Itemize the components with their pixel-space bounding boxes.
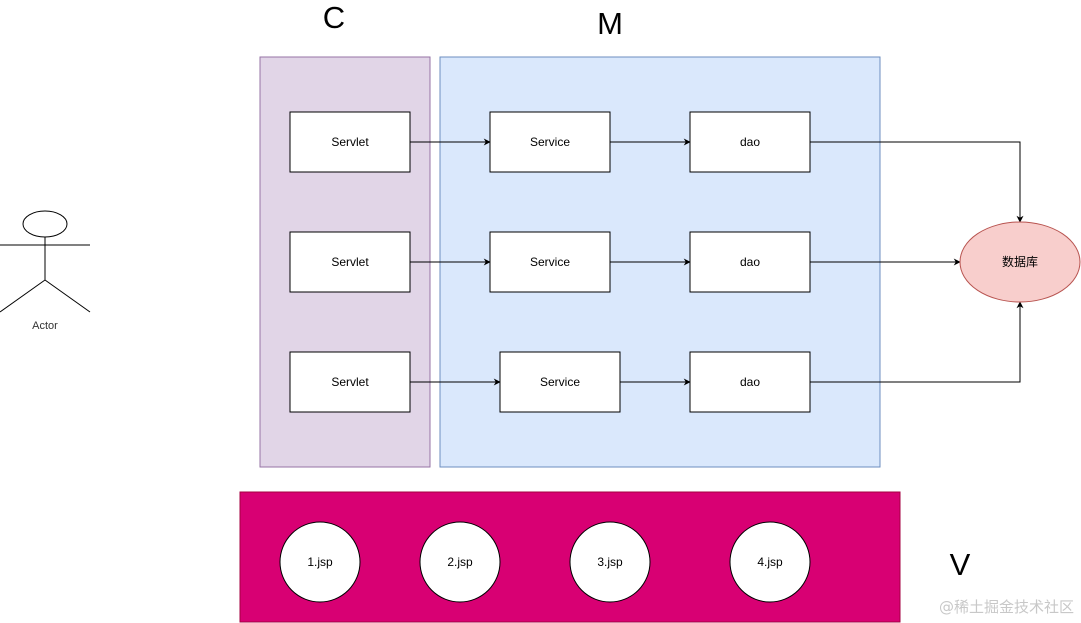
- connector-arrows: [410, 138, 1024, 386]
- dao-node-2[interactable]: dao: [689, 231, 811, 293]
- jsp-page-label: 1.jsp: [307, 555, 333, 569]
- service-node-1[interactable]: Service: [489, 111, 611, 173]
- service-node-3[interactable]: Service: [499, 351, 621, 413]
- servlet-node-label: Servlet: [331, 255, 369, 269]
- jsp-page-label: 4.jsp: [757, 555, 783, 569]
- servlet-node-1[interactable]: Servlet: [289, 111, 411, 173]
- dao-node-3[interactable]: dao: [689, 351, 811, 413]
- model-section-label: M: [597, 6, 623, 41]
- watermark: @稀土掘金技术社区: [939, 598, 1074, 616]
- actor-label: Actor: [32, 320, 58, 332]
- service-node-label: Service: [530, 135, 570, 149]
- stick-figure-icon: [0, 210, 91, 313]
- servlet-node-2[interactable]: Servlet: [289, 231, 411, 293]
- jsp-page-label: 3.jsp: [597, 555, 623, 569]
- jsp-page-label: 2.jsp: [447, 555, 473, 569]
- actor[interactable]: Actor: [0, 210, 91, 332]
- jsp-page-4[interactable]: 4.jsp: [729, 521, 811, 603]
- servlet-node-label: Servlet: [331, 375, 369, 389]
- service-node-2[interactable]: Service: [489, 231, 611, 293]
- service-node-label: Service: [530, 255, 570, 269]
- database-node[interactable]: 数据库: [959, 221, 1081, 303]
- arrow-dao-3-to-database: [810, 301, 1024, 383]
- service-node-label: Service: [540, 375, 580, 389]
- dao-node-label: dao: [740, 255, 760, 269]
- jsp-page-2[interactable]: 2.jsp: [419, 521, 501, 603]
- controller-section-label: C: [323, 0, 345, 35]
- arrow-dao-1-to-database: [810, 141, 1024, 223]
- jsp-page-1[interactable]: 1.jsp: [279, 521, 361, 603]
- dao-node-label: dao: [740, 375, 760, 389]
- dao-node-1[interactable]: dao: [689, 111, 811, 173]
- jsp-page-3[interactable]: 3.jsp: [569, 521, 651, 603]
- servlet-node-label: Servlet: [331, 135, 369, 149]
- dao-node-label: dao: [740, 135, 760, 149]
- servlet-node-3[interactable]: Servlet: [289, 351, 411, 413]
- view-section-label: V: [950, 547, 971, 582]
- database-label: 数据库: [1002, 254, 1038, 269]
